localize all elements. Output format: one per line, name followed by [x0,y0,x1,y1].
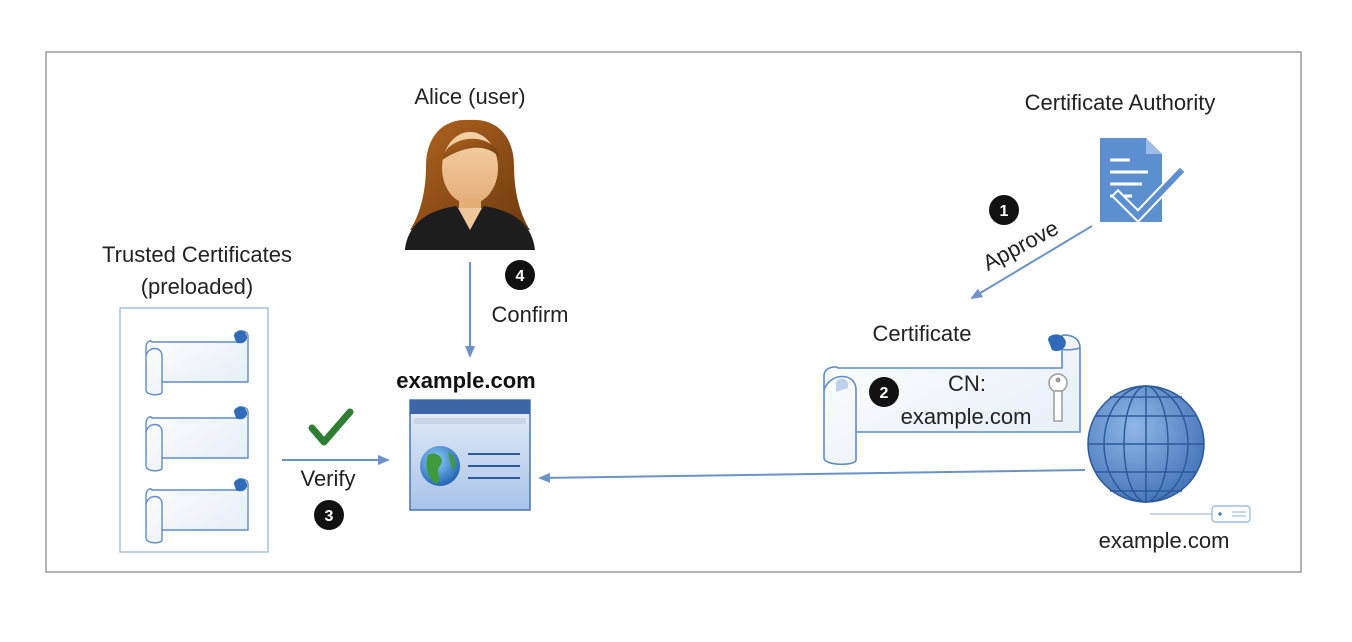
user-avatar-icon [405,119,535,250]
step-2-number: 2 [880,385,889,402]
server-icon [1150,505,1251,523]
step-1-number: 1 [1000,203,1009,220]
trusted-label-line2: (preloaded) [141,274,254,299]
trusted-certificate-scroll-icon [145,406,249,472]
trusted-certificate-scroll-icon [145,478,249,544]
site-label: example.com [396,368,535,393]
globe-icon [1087,385,1205,503]
certificate-cn-line2: example.com [901,404,1032,429]
step-4-label: Confirm [491,302,568,327]
server-label: example.com [1099,528,1230,553]
trusted-certificate-scroll-icon [145,330,249,396]
key-icon [1048,373,1068,422]
step-4-number: 4 [516,268,525,285]
step-3-label: Verify [300,466,355,491]
step-1-badge: 1 [989,195,1019,225]
step-4-badge: 4 [505,260,535,290]
certificate-title: Certificate [872,321,971,346]
approve-arrow [970,225,1093,300]
approved-document-icon [1100,138,1188,224]
ca-label: Certificate Authority [1025,90,1216,115]
trusted-label-line1: Trusted Certificates [102,242,292,267]
step-3-badge: 3 [314,500,344,530]
certificate-scroll-icon [823,334,1081,466]
step-2-badge: 2 [869,377,899,407]
browser-window-icon [409,399,531,511]
trusted-certificate-list [145,330,249,544]
checkmark-icon [308,408,354,446]
step-3-number: 3 [325,508,334,525]
user-label: Alice (user) [414,84,525,109]
serve-certificate-arrow [538,469,1086,483]
certificate-cn-line1: CN: [948,371,986,396]
